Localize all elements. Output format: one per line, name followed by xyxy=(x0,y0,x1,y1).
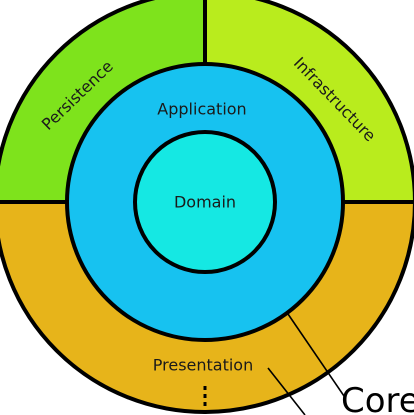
core-callout-line-upper xyxy=(287,313,345,397)
domain-label: Domain xyxy=(174,193,236,212)
presentation-label: Presentation xyxy=(153,356,253,375)
core-callout-label: Core xyxy=(341,381,414,415)
domain-circle xyxy=(133,130,277,274)
core-callout-line-lower xyxy=(267,367,306,415)
application-label: Application xyxy=(157,100,246,119)
